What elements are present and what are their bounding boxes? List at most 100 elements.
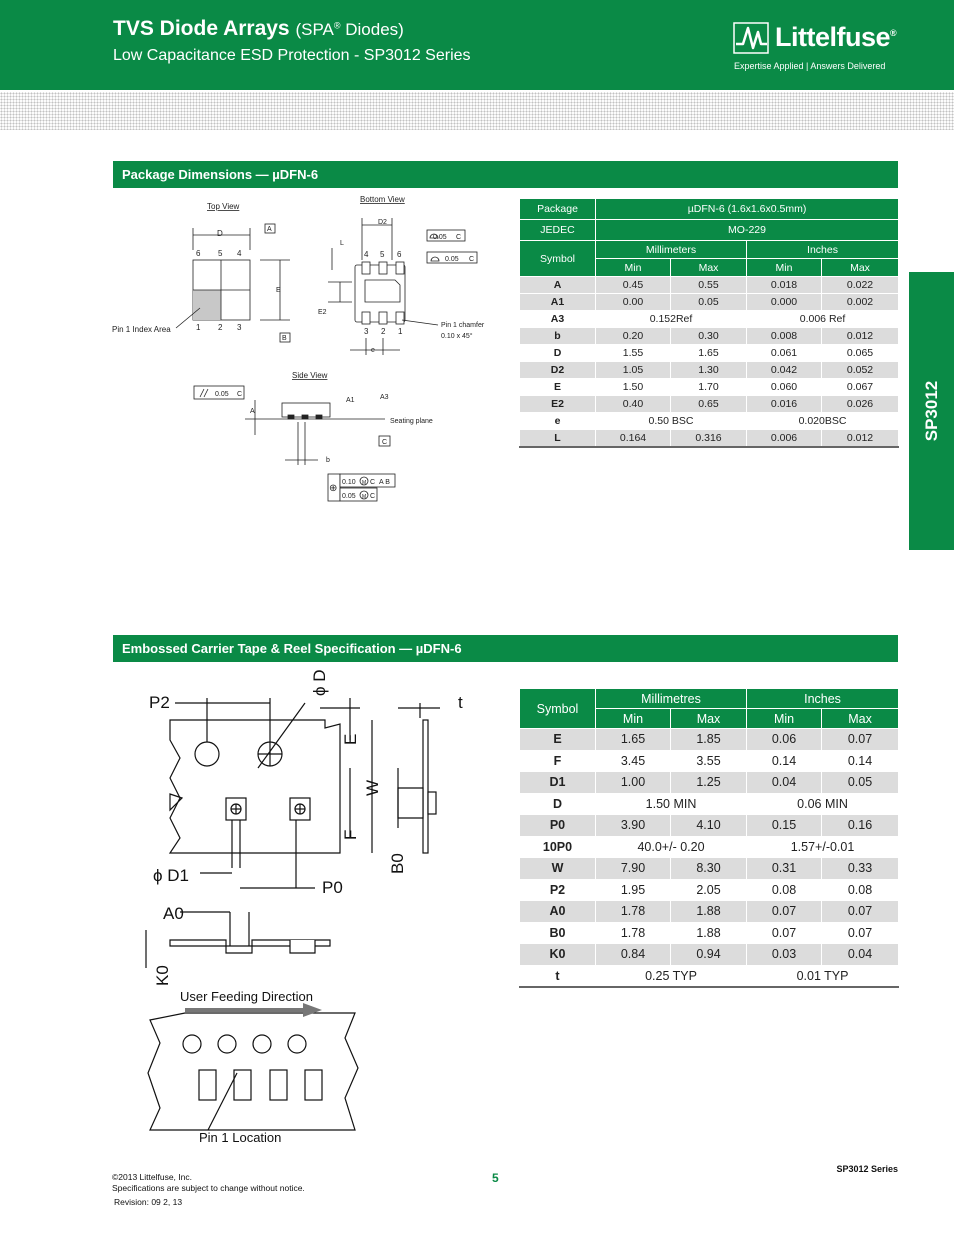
svg-text:C: C <box>469 256 474 263</box>
tape-cross-section <box>145 911 331 968</box>
table-row: JEDEC MO-229 <box>519 219 900 241</box>
svg-text:0.10: 0.10 <box>342 479 356 486</box>
table-row: Min Max Min Max <box>520 258 900 277</box>
mm-header: Millimetres <box>594 688 748 709</box>
svg-text:4: 4 <box>237 249 242 258</box>
table-row: e 0.50 BSC 0.020BSC <box>519 412 900 430</box>
svg-text:0.10 x 45°: 0.10 x 45° <box>441 332 473 340</box>
table-row: b 0.20 0.30 0.008 0.012 <box>519 327 900 345</box>
top-view-label: Top View <box>207 202 240 211</box>
table-row: D2 1.05 1.30 0.042 0.052 <box>519 361 900 379</box>
carrier-tape-table: Symbol Millimetres Inches Min Max Min Ma… <box>519 688 900 988</box>
symbol-header: Symbol <box>519 688 596 729</box>
svg-text:3: 3 <box>364 327 369 336</box>
pin1-index-label: Pin 1 Index Area <box>112 325 171 334</box>
svg-text:A0: A0 <box>163 904 184 923</box>
table-row: E 1.65 1.85 0.06 0.07 <box>519 728 900 751</box>
side-view-label: Side View <box>292 371 328 380</box>
feeding-arrow-icon <box>185 1003 322 1017</box>
table-row: D 1.55 1.65 0.061 0.065 <box>519 344 900 362</box>
svg-text:2: 2 <box>218 323 223 332</box>
feeding-strip <box>147 1012 359 1131</box>
change-notice: Specifications are subject to change wit… <box>112 1183 305 1193</box>
table-row: E 1.50 1.70 0.060 0.067 <box>519 378 900 396</box>
table-row: Package µDFN-6 (1.6x1.6x0.5mm) <box>519 198 900 220</box>
jedec-value: MO-229 <box>594 219 900 241</box>
in-min-header: Min <box>746 258 822 277</box>
jedec-label: JEDEC <box>519 219 596 241</box>
pin1-location-label: Pin 1 Location <box>199 1130 281 1145</box>
svg-text:C: C <box>382 439 387 446</box>
symbol-header: Symbol <box>519 240 596 277</box>
in-max-header: Max <box>821 708 900 729</box>
svg-text:Pin 1 chamfer: Pin 1 chamfer <box>441 322 485 329</box>
svg-text:C: C <box>370 479 375 486</box>
svg-text:e: e <box>371 347 375 354</box>
svg-text:L: L <box>340 240 344 247</box>
package-drawing: Top View D A 6 5 4 E B 1 2 3 Pin 1 Index… <box>112 195 485 502</box>
svg-text:0.05: 0.05 <box>445 256 459 263</box>
svg-text:B0: B0 <box>388 853 407 874</box>
svg-text:C: C <box>237 391 242 398</box>
svg-text:5: 5 <box>218 249 223 258</box>
table-row: A1 0.00 0.05 0.000 0.002 <box>519 293 900 311</box>
svg-text:C: C <box>370 493 375 500</box>
tape-top-view <box>168 698 373 889</box>
svg-text:0.05: 0.05 <box>433 234 447 241</box>
svg-text:A: A <box>267 226 272 233</box>
table-row: A0 1.78 1.88 0.07 0.07 <box>519 900 900 923</box>
inches-header: Inches <box>746 688 900 709</box>
revision: Revision: 09 2, 13 <box>114 1197 183 1207</box>
svg-text:E: E <box>276 287 281 294</box>
mm-header: Millimeters <box>595 240 747 259</box>
table-row: t 0.25 TYP 0.01 TYP <box>519 964 900 988</box>
svg-text:E: E <box>341 734 360 745</box>
svg-text:A1: A1 <box>346 397 355 404</box>
svg-text:F: F <box>341 830 360 840</box>
table-row: F 3.45 3.55 0.14 0.14 <box>519 749 900 772</box>
table-row: D 1.50 MIN 0.06 MIN <box>519 792 900 815</box>
package-label: Package <box>519 198 596 220</box>
dim-D: D <box>217 229 223 238</box>
bottom-view-label: Bottom View <box>360 195 405 204</box>
svg-text:ϕ D: ϕ D <box>310 669 329 696</box>
inches-header: Inches <box>745 240 900 259</box>
table-row: K0 0.84 0.94 0.03 0.04 <box>519 943 900 966</box>
carrier-tape-heading: Embossed Carrier Tape & Reel Specificati… <box>113 635 898 662</box>
svg-text:M: M <box>362 494 366 500</box>
table-row: B0 1.78 1.88 0.07 0.07 <box>519 921 900 944</box>
bottom-view: Bottom View D2 0.05 C 0.05 C L 4 5 6 E2 … <box>318 195 485 355</box>
position-tolerance-icon: ⊕ <box>329 483 337 494</box>
mm-max-header: Max <box>670 258 747 277</box>
svg-text:A B: A B <box>379 479 390 486</box>
svg-text:K0: K0 <box>153 965 172 986</box>
svg-text:E2: E2 <box>318 309 327 316</box>
table-row: W 7.90 8.30 0.31 0.33 <box>519 857 900 880</box>
table-row: 10P0 40.0+/- 0.20 1.57+/-0.01 <box>519 835 900 858</box>
svg-text:6: 6 <box>196 249 201 258</box>
package-value: µDFN-6 (1.6x1.6x0.5mm) <box>594 198 900 220</box>
table-row: D1 1.00 1.25 0.04 0.05 <box>519 771 900 794</box>
svg-text:B: B <box>282 335 287 342</box>
page-title: TVS Diode Arrays (SPA® Diodes) <box>113 17 404 40</box>
svg-text:1: 1 <box>398 327 403 336</box>
svg-text:A3: A3 <box>380 394 389 401</box>
table-row: L 0.164 0.316 0.006 0.012 <box>519 429 900 448</box>
svg-text:0.05: 0.05 <box>215 391 229 398</box>
page-number: 5 <box>492 1171 499 1185</box>
table-row: P0 3.90 4.10 0.15 0.16 <box>519 814 900 837</box>
carrier-tape-drawing: P2 ϕ D E W F B0 t ϕ D1 P0 A0 K0 User Fee… <box>145 669 463 1145</box>
table-row: P2 1.95 2.05 0.08 0.08 <box>519 878 900 901</box>
svg-text:Seating plane: Seating plane <box>390 418 433 425</box>
svg-text:3: 3 <box>237 323 242 332</box>
package-dimensions-heading: Package Dimensions — µDFN-6 <box>113 161 898 188</box>
mm-min-header: Min <box>595 708 671 729</box>
svg-text:1: 1 <box>196 323 201 332</box>
logo-wordmark: Littelfuse® <box>775 22 897 52</box>
footer-series: SP3012 Series <box>836 1164 898 1174</box>
svg-text:b: b <box>326 457 330 464</box>
svg-text:ϕ D1: ϕ D1 <box>153 866 189 885</box>
in-min-header: Min <box>746 708 823 729</box>
page-footer: ©2013 Littelfuse, Inc. Specifications ar… <box>112 1172 305 1208</box>
table-row: Symbol Millimetres Inches <box>519 688 900 729</box>
